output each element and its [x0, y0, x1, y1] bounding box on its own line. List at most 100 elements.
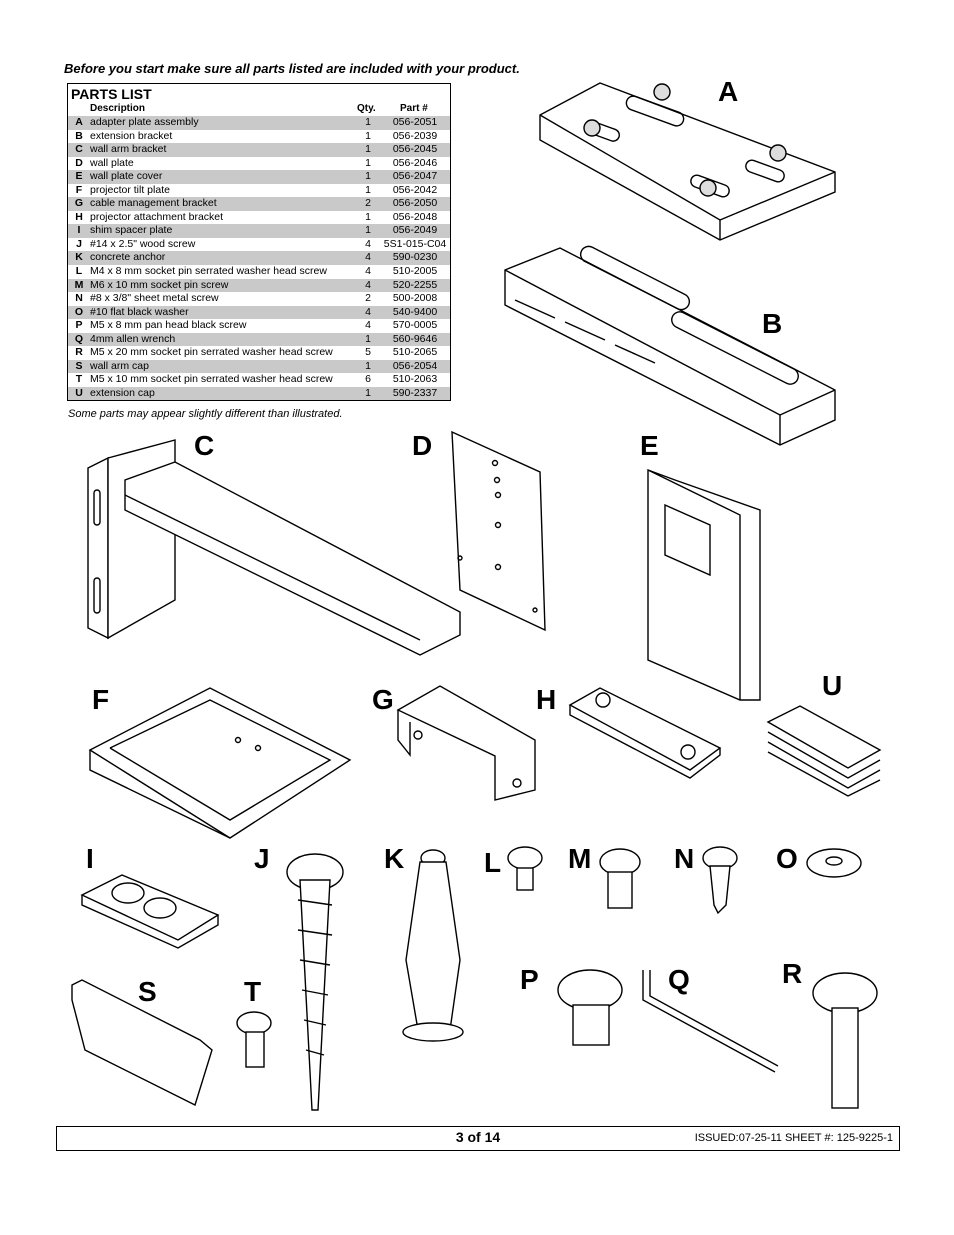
part-description: cable management bracket — [90, 197, 217, 210]
part-number: 510-2063 — [392, 373, 438, 386]
part-number: 056-2046 — [392, 156, 438, 169]
part-description: #10 flat black washer — [90, 305, 189, 318]
part-number: 056-2042 — [392, 183, 438, 196]
page-footer: 3 of 14 ISSUED:07-25-11 SHEET #: 125-922… — [56, 1126, 900, 1151]
label-p: P — [520, 964, 539, 995]
label-t: T — [244, 976, 262, 1007]
part-number: 5S1-015-C04 — [383, 237, 447, 250]
header-part: Part # — [400, 103, 428, 114]
label-g: G — [372, 684, 394, 715]
part-description: #14 x 2.5" wood screw — [90, 237, 196, 250]
part-qty: 4 — [365, 305, 371, 318]
part-qty: 4 — [365, 237, 371, 250]
part-description: M5 x 10 mm socket pin serrated washer he… — [90, 373, 333, 386]
part-description: M6 x 10 mm socket pin screw — [90, 278, 229, 291]
part-number: 056-2047 — [392, 170, 438, 183]
part-number: 056-2048 — [392, 210, 438, 223]
part-number: 056-2039 — [392, 129, 438, 142]
label-a: A — [718, 76, 739, 107]
label-q: Q — [668, 964, 690, 995]
part-letter: Q — [74, 332, 84, 345]
part-number: 056-2050 — [392, 197, 438, 210]
part-number: 056-2054 — [392, 359, 438, 372]
projector-attachment-bracket-illustration — [568, 687, 722, 779]
m5x10-screw-illustration — [236, 1011, 272, 1068]
label-c: C — [194, 430, 215, 461]
label-e: E — [640, 430, 659, 461]
part-number: 590-0230 — [392, 251, 438, 264]
cable-management-bracket-illustration — [396, 685, 536, 801]
page-number: 3 of 14 — [455, 1129, 501, 1145]
label-i: I — [86, 843, 94, 874]
part-number: 510-2005 — [392, 265, 438, 278]
part-letter: C — [75, 143, 83, 156]
label-m: M — [568, 843, 592, 874]
part-description: wall plate cover — [90, 170, 163, 183]
wood-screw-illustration — [286, 853, 344, 1111]
part-qty: 1 — [365, 224, 371, 237]
part-qty: 4 — [365, 251, 371, 264]
parts-list-title: PARTS LIST — [71, 86, 152, 102]
part-description: projector attachment bracket — [90, 210, 224, 223]
parts-row: L M4 x 8 mm socket pin serrated washer he… — [68, 265, 450, 279]
part-description: extension bracket — [90, 129, 173, 142]
flat-washer-illustration — [806, 848, 862, 878]
part-letter: L — [75, 265, 83, 278]
part-qty: 1 — [365, 129, 371, 142]
part-qty: 1 — [365, 359, 371, 372]
wall-plate-illustration — [451, 430, 546, 632]
projector-tilt-plate-illustration — [88, 687, 352, 839]
parts-note: Some parts may appear slightly different… — [68, 408, 343, 420]
part-description: M5 x 8 mm pan head black screw — [90, 319, 247, 332]
part-letter: K — [75, 251, 83, 264]
intro-text: Before you start make sure all parts lis… — [64, 61, 520, 76]
part-letter: N — [75, 292, 83, 305]
wall-arm-bracket-illustration — [87, 439, 461, 656]
part-description: projector tilt plate — [90, 183, 170, 196]
part-description: wall plate — [90, 156, 134, 169]
part-qty: 2 — [365, 292, 371, 305]
part-number: 540-9400 — [392, 305, 438, 318]
label-k: K — [384, 843, 405, 874]
part-number: 520-2255 — [392, 278, 438, 291]
part-description: M4 x 8 mm socket pin serrated washer hea… — [90, 265, 327, 278]
part-letter: S — [75, 359, 83, 372]
part-qty: 2 — [365, 197, 371, 210]
part-qty: 1 — [365, 332, 371, 345]
part-description: wall arm cap — [90, 359, 149, 372]
part-letter: O — [74, 305, 84, 318]
label-s: S — [138, 976, 157, 1007]
extension-cap-illustration — [766, 705, 882, 797]
part-letter: H — [75, 210, 83, 223]
extension-bracket-illustration — [504, 245, 836, 446]
part-letter: R — [75, 346, 83, 359]
part-number: 590-2337 — [392, 386, 438, 399]
part-description: 4mm allen wrench — [90, 332, 176, 345]
part-qty: 1 — [365, 170, 371, 183]
part-letter: D — [75, 156, 83, 169]
part-qty: 6 — [365, 373, 371, 386]
part-letter: P — [75, 319, 83, 332]
m4-screw-illustration — [507, 846, 543, 891]
shim-spacer-plate-illustration — [80, 874, 220, 949]
m5x20-screw-illustration — [812, 972, 878, 1109]
part-letter: F — [75, 183, 83, 196]
part-letter: T — [75, 373, 83, 386]
part-qty: 1 — [365, 143, 371, 156]
label-h: H — [536, 684, 557, 715]
